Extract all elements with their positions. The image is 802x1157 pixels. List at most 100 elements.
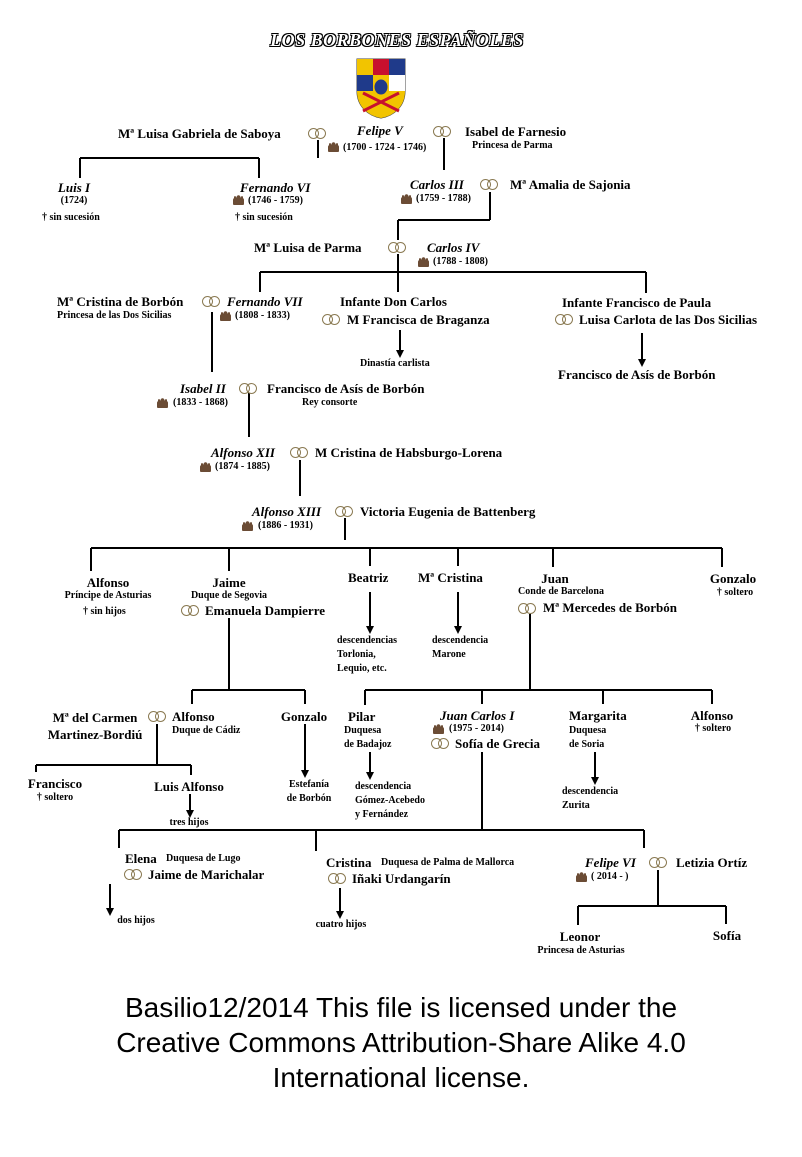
title-leonor: Princesa de Asturias	[537, 945, 625, 956]
reign-carlos-iii: (1759 - 1788)	[416, 193, 471, 204]
marriage-rings-icon	[180, 604, 202, 618]
person-luisa-gabriela: Mª Luisa Gabriela de Saboya	[118, 126, 281, 141]
note-pilar: descendencia Gómez-Acebedo y Fernández	[355, 781, 425, 820]
person-beatriz: Beatriz	[348, 570, 389, 585]
person-felipe-v: Felipe V	[357, 123, 403, 138]
note-gonzalo-1: † soltero	[716, 587, 754, 598]
crown-icon	[418, 257, 429, 267]
crown-icon	[328, 142, 339, 152]
reign-luis-i: (1724)	[60, 195, 88, 206]
person-isabel-farnesio: Isabel de Farnesio	[465, 124, 567, 139]
marriage-rings-icon	[327, 872, 349, 886]
marriage-rings-icon	[238, 382, 260, 396]
marriage-rings-icon	[387, 241, 409, 255]
person-carmen-martinez: Mª del Carmen Martinez-Bordiú	[47, 710, 143, 742]
reign-alfonso-xii: (1874 - 1885)	[215, 461, 270, 472]
license-text: Basilio12/2014 This file is licensed und…	[11, 990, 791, 1095]
person-sofia: Sofía	[712, 928, 742, 943]
note-don-carlos: Dinastía carlista	[360, 358, 430, 369]
person-pilar: Pilar	[348, 709, 376, 724]
reign-carlos-iv: (1788 - 1808)	[433, 256, 488, 267]
title-cristina: Duquesa de Palma de Mallorca	[381, 857, 515, 868]
note-cristina: cuatro hijos	[315, 919, 367, 930]
person-francisco: Francisco	[27, 776, 83, 791]
note-alfonso-asturias: † sin hijos	[83, 606, 126, 617]
coat-of-arms	[356, 58, 406, 119]
marriage-rings-icon	[432, 125, 454, 139]
person-alfonso-asturias: Alfonso	[86, 575, 130, 590]
note-francisco: † soltero	[36, 792, 74, 803]
person-fernando-vi: Fernando VI	[240, 180, 311, 195]
license-line: Creative Commons Attribution-Share Alike…	[116, 1027, 686, 1058]
spouse-alfonso-xiii: Victoria Eugenia de Battenberg	[360, 504, 536, 519]
marriage-rings-icon	[479, 178, 501, 192]
note-beatriz: descendencias Torlonia, Lequio, etc.	[337, 635, 397, 674]
crown-icon	[242, 521, 253, 531]
person-francisco-asis: Francisco de Asís de Borbón	[267, 381, 425, 396]
person-cristina: Cristina	[326, 855, 372, 870]
person-alfonso-2: Alfonso	[690, 708, 734, 723]
spouse-juan-carlos-i: Sofía de Grecia	[455, 736, 540, 751]
person-carlos-iii: Carlos III	[410, 177, 464, 192]
person-fernando-vii: Fernando VII	[227, 294, 303, 309]
marriage-rings-icon	[289, 446, 311, 460]
marriage-rings-icon	[517, 602, 539, 616]
title-elena: Duquesa de Lugo	[166, 853, 241, 864]
person-elena: Elena	[125, 851, 157, 866]
title-juan: Conde de Barcelona	[518, 586, 604, 597]
note-luis-i: † sin sucesión	[42, 212, 100, 223]
marriage-rings-icon	[430, 737, 452, 751]
crown-icon	[233, 195, 244, 205]
person-felipe-vi: Felipe VI	[585, 855, 636, 870]
title-cristina-borbon: Princesa de las Dos Sicilias	[57, 310, 172, 321]
note-maria-cristina: descendencia Marone	[432, 635, 489, 660]
person-francisco-paula: Infante Francisco de Paula	[562, 295, 712, 310]
person-luisa-parma: Mª Luisa de Parma	[254, 240, 362, 255]
person-don-carlos: Infante Don Carlos	[340, 294, 447, 309]
reign-fernando-vii: (1808 - 1833)	[235, 310, 290, 321]
marriage-rings-icon	[307, 127, 329, 141]
marriage-rings-icon	[147, 710, 169, 724]
person-juan-carlos-i: Juan Carlos I	[440, 708, 515, 723]
note-elena: dos hijos	[117, 915, 155, 926]
license-line: Basilio12/2014 This file is licensed und…	[124, 992, 678, 1023]
person-carlos-iv: Carlos IV	[427, 240, 480, 255]
title-alfonso-asturias: Príncipe de Asturias	[64, 590, 152, 601]
person-letizia: Letizia Ortíz	[676, 855, 748, 870]
marriage-rings-icon	[321, 313, 343, 327]
person-margarita: Margarita	[569, 708, 627, 723]
person-isabel-ii: Isabel II	[180, 381, 226, 396]
person-leonor: Leonor	[559, 929, 601, 944]
person-gonzalo-2: Gonzalo	[280, 709, 328, 724]
note-alfonso-2: † soltero	[694, 723, 732, 734]
spouse-francisco-paula: Luisa Carlota de las Dos Sicilias	[579, 312, 758, 327]
spouse-juan: Mª Mercedes de Borbón	[543, 600, 677, 615]
person-jaime: Jaime	[212, 575, 246, 590]
spouse-don-carlos: M Francisca de Braganza	[347, 312, 490, 327]
person-maria-cristina: Mª Cristina	[418, 570, 483, 585]
child-francisco-paula: Francisco de Asís de Borbón	[558, 367, 716, 382]
person-alfonso-xii: Alfonso XII	[211, 445, 275, 460]
person-alfonso-xiii: Alfonso XIII	[252, 504, 321, 519]
reign-felipe-vi: ( 2014 - )	[591, 871, 629, 882]
license-line: International license.	[272, 1062, 530, 1093]
person-juan: Juan	[541, 571, 569, 586]
title-francisco-asis: Rey consorte	[302, 397, 358, 408]
title-pilar: Duquesa de Badajoz	[344, 725, 392, 750]
spouse-elena: Jaime de Marichalar	[148, 867, 265, 882]
person-cristina-borbon: Mª Cristina de Borbón	[57, 294, 184, 309]
person-gonzalo-1: Gonzalo	[709, 571, 757, 586]
title-jaime: Duque de Segovia	[190, 590, 268, 601]
spouse-alfonso-xii: M Cristina de Habsburgo-Lorena	[315, 445, 503, 460]
crown-icon	[433, 724, 444, 734]
spouse-cristina: Iñaki Urdangarín	[352, 871, 451, 886]
person-alfonso-cadiz: Alfonso	[172, 709, 215, 724]
crown-icon	[220, 311, 231, 321]
note-fernando-vi: † sin sucesión	[235, 212, 293, 223]
note-luis-alfonso: tres hijos	[169, 817, 209, 828]
reign-juan-carlos-i: (1975 - 2014)	[449, 723, 504, 734]
marriage-rings-icon	[648, 856, 670, 870]
person-luis-i: Luis I	[57, 180, 91, 195]
